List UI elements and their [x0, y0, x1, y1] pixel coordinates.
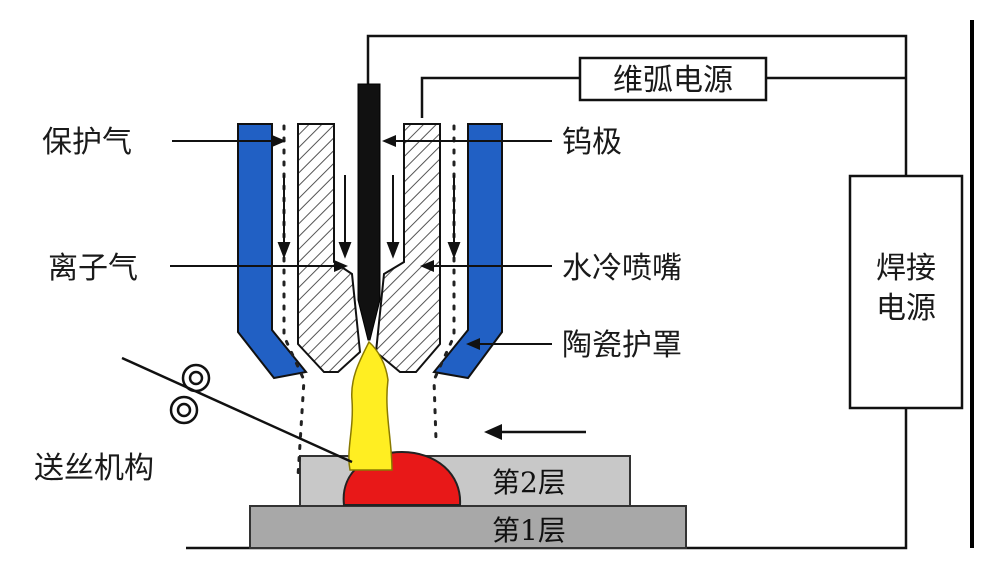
shield-gas-label: 保护气: [42, 125, 132, 160]
plasma-gas-label: 离子气: [48, 251, 138, 286]
weld-power-label-2: 电源: [876, 291, 936, 326]
water-nozzle-leader: [420, 260, 552, 272]
ceramic-shield-right: [432, 123, 503, 380]
pilot-power-label: 维弧电源: [613, 63, 733, 98]
tungsten-label: 钨极: [562, 125, 622, 160]
water-nozzle-left: [297, 123, 362, 373]
plasma-gas-leader: [170, 260, 348, 272]
water-nozzle-right: [374, 123, 441, 373]
tungsten-electrode: [357, 83, 381, 341]
shield-gas-flow: [282, 124, 456, 478]
gas-flow-arrows: [277, 175, 461, 259]
water-nozzle-label: 水冷喷嘴: [562, 251, 682, 286]
weld-power-label-1: 焊接: [876, 251, 936, 286]
wire-feeder-label: 送丝机构: [34, 451, 154, 486]
ceramic-shield-label: 陶瓷护罩: [562, 328, 682, 363]
wire-pilot-left: [420, 76, 580, 118]
layer-1-plate: [249, 505, 687, 549]
wire-top-outer: [366, 34, 908, 176]
layer-2-label: 第2层: [492, 466, 566, 499]
shield-gas-leader: [172, 135, 286, 147]
layer-1-label: 第1层: [492, 514, 566, 547]
weld-power-box: [848, 174, 964, 410]
plasma-arc: [348, 340, 393, 471]
travel-direction-arrow: [484, 424, 586, 440]
ceramic-shield-leader: [466, 338, 552, 350]
ceramic-shield-left: [237, 123, 308, 380]
tungsten-leader: [382, 135, 552, 147]
filler-wire: [121, 356, 353, 464]
wire-feed-rollers: [169, 363, 211, 425]
pilot-power-box: [578, 56, 768, 102]
